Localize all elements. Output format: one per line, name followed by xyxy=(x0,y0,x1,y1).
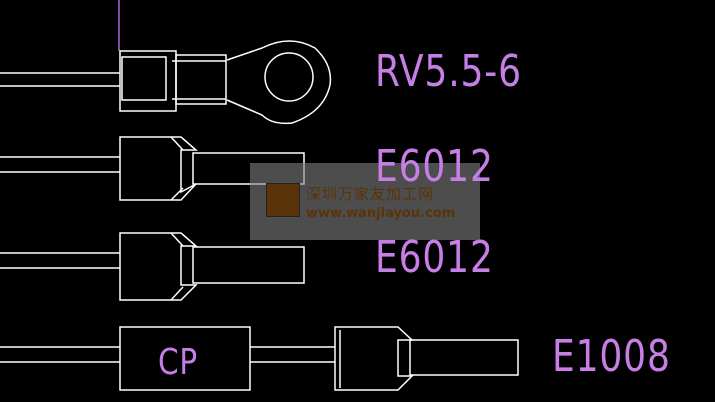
cp-and-ferrule-e1008 xyxy=(0,326,519,391)
label-e1008: E1008 xyxy=(552,331,671,382)
watermark-text-cn: 深圳万家友加工网 xyxy=(306,185,435,203)
ferrule-e6012-a xyxy=(0,136,305,201)
label-e6012-b: E6012 xyxy=(375,232,494,283)
ring-terminal-rv5-5-6 xyxy=(0,40,332,125)
ferrule-e6012-b xyxy=(0,232,305,301)
watermark-url: www.wanjiayou.com xyxy=(306,206,456,221)
watermark: 深圳万家友加工网 www.wanjiayou.com xyxy=(250,163,480,240)
watermark-logo-icon xyxy=(266,183,300,217)
label-cp: CP xyxy=(158,342,199,383)
label-e6012-a: E6012 xyxy=(375,141,494,192)
label-rv5-5-6: RV5.5-6 xyxy=(375,46,522,97)
